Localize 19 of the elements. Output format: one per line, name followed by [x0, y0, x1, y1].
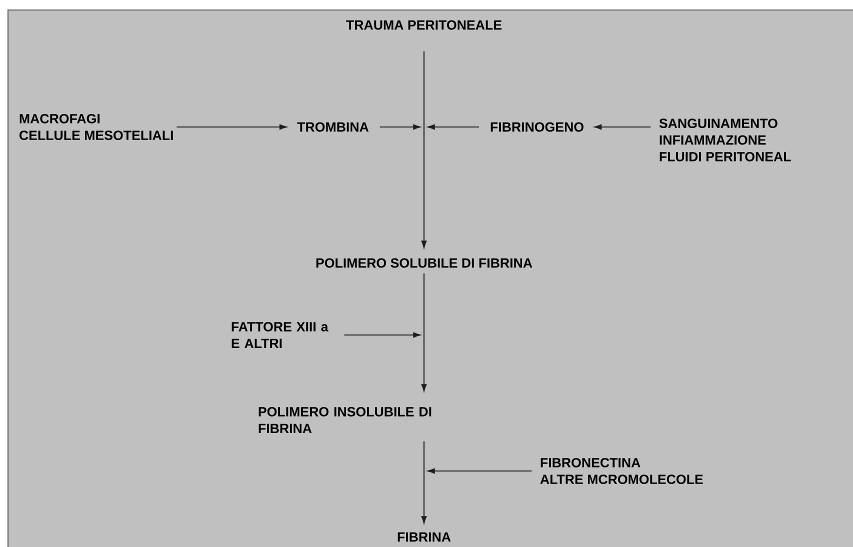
- node-label: FATTORE XIII a E ALTRI: [232, 322, 328, 348]
- node-label: SANGUINAMENTO INFIAMMAZIONE FLUIDI PERITONEAL: [659, 118, 791, 162]
- arrow: [594, 124, 651, 130]
- arrow: [428, 124, 480, 130]
- node-label: FIBRINOGENO: [490, 122, 584, 132]
- arrow: [380, 124, 420, 130]
- arrow: [428, 468, 532, 474]
- node-label: TROMBINA: [297, 122, 369, 132]
- arrow: [421, 441, 427, 524]
- node-label: POLIMERO SOLUBILE DI FIBRINA: [316, 258, 532, 268]
- node-label: FIBRONECTINA ALTRE MCROMOLECOLE: [540, 458, 703, 484]
- arrow: [176, 124, 287, 130]
- node-label: FIBRINA: [398, 532, 451, 542]
- arrow: [344, 332, 420, 338]
- arrow: [421, 51, 427, 248]
- arrow: [421, 273, 427, 392]
- node-label: TRAUMA PERITONEALE: [346, 20, 502, 30]
- node-label: POLIMERO INSOLUBILE DI FIBRINA: [258, 407, 432, 433]
- node-label: MACROFAGI CELLULE MESOTELIALI: [19, 114, 173, 140]
